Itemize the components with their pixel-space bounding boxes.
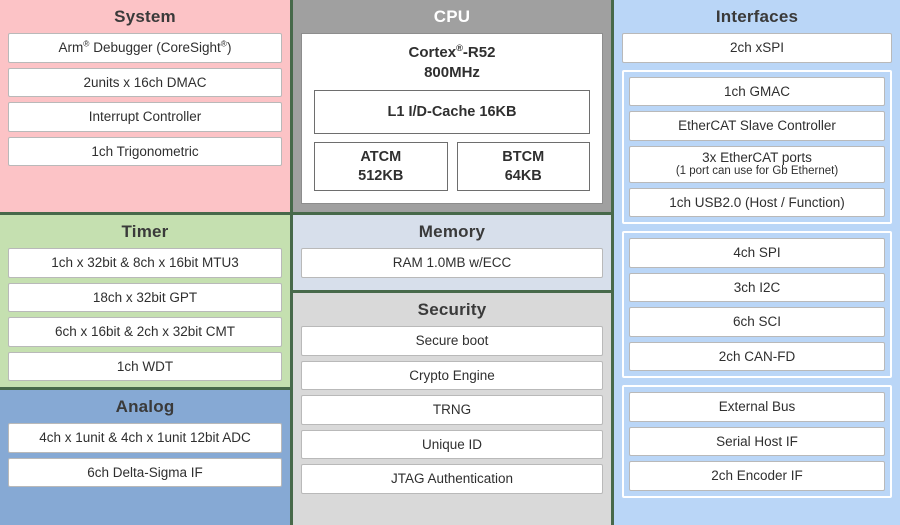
interfaces-network-group: 1ch GMAC EtherCAT Slave Controller 3x Et… bbox=[622, 69, 892, 225]
item-ethercat-ports-note: (1 port can use for Gb Ethernet) bbox=[675, 165, 839, 178]
item-sci: 6ch SCI bbox=[629, 307, 885, 337]
item-adc: 4ch x 1unit & 4ch x 1unit 12bit ADC bbox=[8, 423, 282, 453]
interfaces-solo-group: 2ch xSPI bbox=[622, 33, 892, 63]
cpu-cache-box: L1 I/D-Cache 16KB bbox=[314, 90, 590, 134]
interfaces-serial-group: 4ch SPI 3ch I2C 6ch SCI 2ch CAN-FD bbox=[622, 231, 892, 379]
cpu-core-model: Cortex®-R52 bbox=[408, 43, 496, 61]
cpu-core-name: Cortex®-R52 800MHz bbox=[314, 43, 590, 82]
item-serial-host-if: Serial Host IF bbox=[629, 426, 885, 457]
panel-title-security: Security bbox=[417, 300, 487, 319]
panel-title-system: System bbox=[114, 7, 176, 26]
item-cmt: 6ch x 16bit & 2ch x 32bit CMT bbox=[8, 317, 282, 347]
item-external-bus: External Bus bbox=[629, 392, 885, 422]
cpu-btcm-box: BTCM 64KB bbox=[456, 142, 590, 191]
panel-title-interfaces: Interfaces bbox=[715, 7, 799, 26]
panel-title-memory: Memory bbox=[418, 222, 486, 241]
cpu-core: Cortex®-R52 800MHz L1 I/D-Cache 16KB ATC… bbox=[301, 33, 603, 204]
interfaces-bus-group: External Bus Serial Host IF 2ch Encoder … bbox=[622, 385, 892, 498]
cpu-atcm-name: ATCM bbox=[360, 149, 402, 166]
item-dmac: 2units x 16ch DMAC bbox=[8, 67, 282, 98]
item-wdt: 1ch WDT bbox=[8, 351, 282, 382]
cpu-btcm-size: 64KB bbox=[504, 167, 542, 184]
item-gmac: 1ch GMAC bbox=[629, 76, 885, 107]
item-delta-sigma: 6ch Delta-Sigma IF bbox=[8, 457, 282, 488]
item-encoder-if: 2ch Encoder IF bbox=[629, 461, 885, 491]
cpu-core-clock: 800MHz bbox=[424, 63, 480, 81]
item-interrupt-controller: Interrupt Controller bbox=[8, 102, 282, 132]
item-trng: TRNG bbox=[301, 395, 603, 425]
item-i2c: 3ch I2C bbox=[629, 272, 885, 303]
item-secure-boot: Secure boot bbox=[301, 326, 603, 356]
middle-column: CPU Cortex®-R52 800MHz L1 I/D-Cache 16KB… bbox=[293, 0, 611, 525]
panel-system: System Arm® Debugger (CoreSight®) 2units… bbox=[0, 0, 290, 212]
panel-memory: Memory RAM 1.0MB w/ECC bbox=[293, 215, 611, 290]
item-usb2: 1ch USB2.0 (Host / Function) bbox=[629, 187, 885, 218]
panel-analog: Analog 4ch x 1unit & 4ch x 1unit 12bit A… bbox=[0, 390, 290, 525]
cpu-atcm-size: 512KB bbox=[358, 167, 404, 184]
item-jtag-authentication: JTAG Authentication bbox=[301, 464, 603, 494]
item-ram: RAM 1.0MB w/ECC bbox=[301, 248, 603, 278]
item-trigonometric: 1ch Trigonometric bbox=[8, 136, 282, 167]
cpu-btcm-name: BTCM bbox=[502, 149, 545, 166]
panel-timer: Timer 1ch x 32bit & 8ch x 16bit MTU3 18c… bbox=[0, 215, 290, 387]
panel-title-cpu: CPU bbox=[433, 7, 471, 26]
item-arm-debugger: Arm® Debugger (CoreSight®) bbox=[8, 33, 282, 63]
item-mtu3: 1ch x 32bit & 8ch x 16bit MTU3 bbox=[8, 248, 282, 278]
panel-interfaces: Interfaces 2ch xSPI 1ch GMAC EtherCAT Sl… bbox=[614, 0, 900, 525]
panel-title-analog: Analog bbox=[115, 397, 175, 416]
item-can-fd: 2ch CAN-FD bbox=[629, 341, 885, 372]
item-ethercat-ports-main: 3x EtherCAT ports bbox=[702, 149, 812, 165]
right-column: Interfaces 2ch xSPI 1ch GMAC EtherCAT Sl… bbox=[614, 0, 900, 525]
panel-security: Security Secure boot Crypto Engine TRNG … bbox=[293, 293, 611, 525]
item-gpt: 18ch x 32bit GPT bbox=[8, 282, 282, 313]
panel-cpu: CPU Cortex®-R52 800MHz L1 I/D-Cache 16KB… bbox=[293, 0, 611, 212]
item-xspi: 2ch xSPI bbox=[622, 33, 892, 63]
item-ethercat-slave-controller: EtherCAT Slave Controller bbox=[629, 111, 885, 141]
left-column: System Arm® Debugger (CoreSight®) 2units… bbox=[0, 0, 290, 525]
cpu-atcm-box: ATCM 512KB bbox=[314, 142, 448, 191]
item-ethercat-ports: 3x EtherCAT ports (1 port can use for Gb… bbox=[629, 145, 885, 183]
panel-title-timer: Timer bbox=[121, 222, 169, 241]
item-unique-id: Unique ID bbox=[301, 429, 603, 460]
item-crypto-engine: Crypto Engine bbox=[301, 360, 603, 391]
cpu-tcm-row: ATCM 512KB BTCM 64KB bbox=[314, 142, 590, 191]
item-spi: 4ch SPI bbox=[629, 238, 885, 268]
